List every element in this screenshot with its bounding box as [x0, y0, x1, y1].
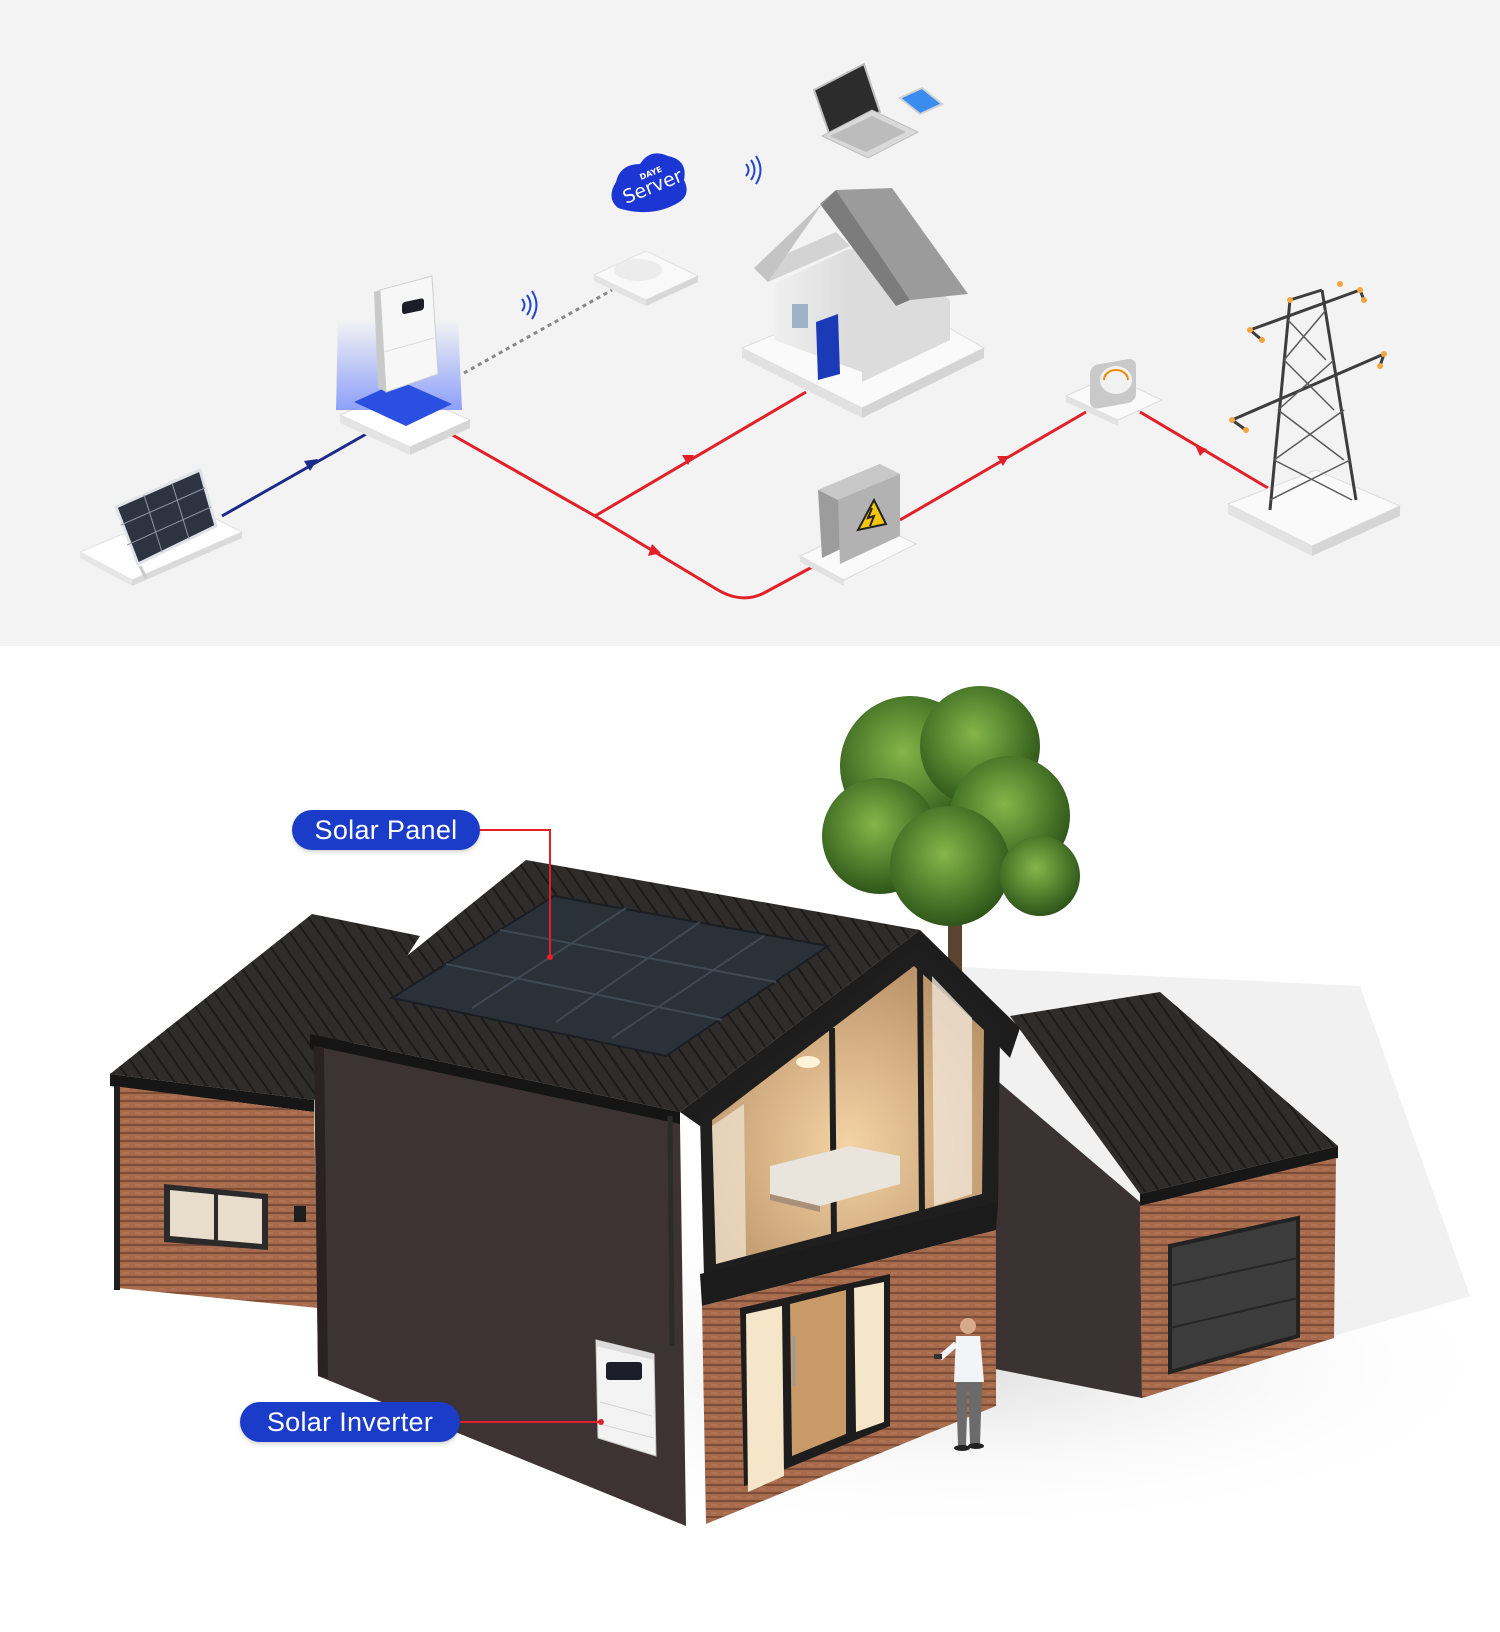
- callout-solar-inverter: Solar Inverter: [240, 1402, 460, 1442]
- meter-icon: [1064, 358, 1164, 426]
- inverter-icon: [336, 275, 472, 455]
- inverter-pointer-dot: [598, 1419, 604, 1425]
- wifi-icon: [521, 290, 538, 320]
- house-illustration-canvas: [110, 686, 1500, 1536]
- entry-section: [700, 1202, 998, 1524]
- router-icon: [592, 250, 700, 306]
- distribution-box-icon: [798, 464, 918, 586]
- glass-gable: [700, 946, 1000, 1278]
- cloud-server-icon: DAYE Server: [611, 153, 687, 213]
- callout-solar-panel: Solar Panel: [292, 810, 480, 850]
- data-link: [463, 288, 613, 375]
- garage-door: [1168, 1215, 1300, 1375]
- ac-arrows: [648, 445, 1207, 556]
- bed-icon: [770, 1146, 900, 1212]
- dc-line: [221, 431, 369, 518]
- tree-icon: [822, 686, 1080, 976]
- system-diagram: DAYE Server: [0, 0, 1500, 646]
- person-icon: [934, 1318, 984, 1451]
- laptop-icon: [812, 62, 920, 159]
- solar-panel-icon: [78, 467, 244, 586]
- tablet-icon: [898, 86, 944, 116]
- house-icon: [740, 188, 986, 418]
- system-diagram-canvas: DAYE Server: [78, 62, 1402, 600]
- leader-lines: [458, 829, 600, 1423]
- garage-wing: [980, 992, 1338, 1398]
- wall-inverter-icon: [595, 1339, 657, 1457]
- wifi-icon: [745, 155, 762, 185]
- side-window: [164, 1184, 268, 1250]
- downpipe: [667, 1115, 675, 1347]
- house-illustration: Solar Panel Solar Inverter: [0, 646, 1500, 1632]
- solar-panel-pointer-dot: [547, 954, 553, 960]
- transmission-tower-icon: [1226, 281, 1402, 556]
- roof-solar-array: [389, 894, 831, 1058]
